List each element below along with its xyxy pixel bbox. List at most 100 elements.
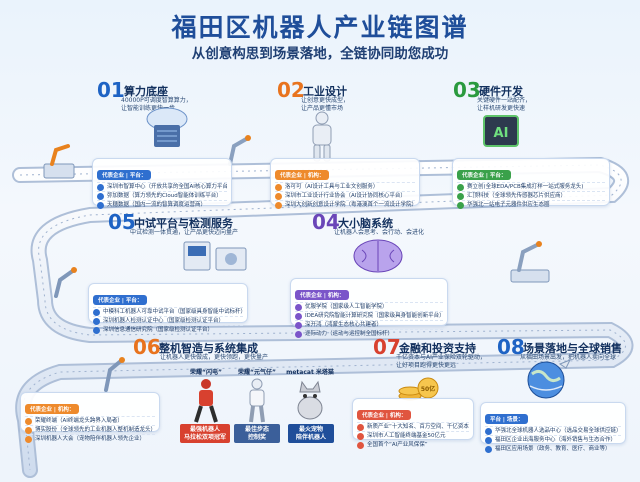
bullet-icon [457,201,464,209]
bullet-icon [275,192,282,200]
section-04-card-head: 代表企业 | 机构： [295,290,350,300]
section-03-title: 硬件开发 [479,85,523,98]
robot-1-award: 最强机器人马拉松双项冠军 [180,424,230,443]
section-06-title: 整机智造与系统集成 [159,342,258,355]
section-03-card: 代表企业 | 平台： 赛立创(全球EDA/PCB集成打样一站式服务龙头) 汇顶科… [452,158,610,209]
list-item: 逐际动力（运动与运控制全国标杆） [295,329,443,338]
section-07-title: 金融和投资支持 [399,342,476,355]
robot-1-name: 荣耀“闪电” [190,369,222,376]
robot-3-name: metacat 米塔猫 [286,369,334,376]
section-03-desc: 关键硬件一站配齐，让样机研发更快速 [477,97,532,112]
assembly-robot-arm-icon [510,241,550,283]
factory-robot-arm-icon [104,357,125,392]
list-item: 优服学院（国家级人工智能学院） [295,302,443,311]
section-02-title: 工业设计 [303,85,347,98]
bullet-icon [485,427,492,435]
section-01-card-head: 代表企业 | 平台： [97,170,152,180]
bullet-icon [93,326,100,334]
humanoid-robot-illustration [312,111,332,162]
list-item: 博实股份（全球领先的工业机器人整机制造龙头） [25,425,155,434]
bullet-icon [357,441,364,449]
bullet-icon [357,432,364,440]
section-01-number: 01 [97,78,125,102]
bullet-icon [93,317,100,325]
robot-arm-left-icon [43,144,75,179]
robot-arm-icon [228,135,251,166]
bullet-icon [295,321,302,329]
page-title: 福田区机器人产业链图谱 [171,13,469,42]
section-02-card: 代表企业 | 机构： 洛可可（AI设计工具与工业文创服务） 深圳市工业设计行业协… [270,158,420,209]
bullet-icon [457,192,464,200]
bullet-icon [93,308,100,316]
section-04-title: 大小脑系统 [338,217,393,230]
list-item: 深圳机器人检测认证中心（国家级检测认证平台） [93,316,243,325]
list-item: 深圳市人工智能终端基金50亿元 [357,431,469,440]
list-item: 福田区企业出海服务中心（海外销售与生态合作） [485,435,621,444]
section-07-card: 代表企业 | 机构： 新质产业“十大知名、百万空间、千亿资本” 深圳市人工智能终… [352,398,474,449]
section-07-card-head: 代表企业 | 机构： [357,410,412,420]
list-item: 汇顶科技（全球领先传感器芯片供应商） [457,191,605,200]
robot-3-award: 最火宠物陪伴机器人 [288,424,334,443]
bullet-icon [295,312,302,320]
brain-illustration [353,239,403,273]
list-item: 深圳市工业设计行业协会（AI设计协同核心平台） [275,191,415,200]
list-item: 新质产业“十大知名、百万空间、千亿资本” [357,422,469,431]
list-item: 荣耀终端（AI终端龙头跨界入局者） [25,416,155,425]
section-03-card-head: 代表企业 | 平台： [457,170,512,180]
list-item: 全国首个“AI产业风保保” [357,440,469,449]
page-subtitle: 从创意构思到场景落地，全链协同助您成功 [191,46,449,62]
bullet-icon [25,417,32,425]
bullet-icon [25,426,32,434]
bullet-icon [97,201,104,209]
section-06-card: 代表企业 | 机构： 荣耀终端（AI终端龙头跨界入局者） 博实股份（全球领先的工… [20,392,160,443]
bullet-icon [485,445,492,453]
list-item: 华强北全球机器人选品中心（选品交易全球供应链） [485,426,621,435]
bullet-icon [97,192,104,200]
section-06-desc: 让机器人更快做成，更快领跑，更快量产 [160,354,269,361]
list-item: 深圳大创新创意设计学院（粤港澳首个一流设计学院） [275,200,415,209]
list-item: 华强北一站电子元器件供应生态圈 [457,200,605,209]
robot-2-award: 最佳步态控制奖 [234,424,280,443]
bullet-icon [275,183,282,191]
section-07-desc: 千亿资本与AI产业保险双轮驱动，让好项目跑得更快更远 [396,354,486,369]
section-05-card: 代表企业 | 平台： 中模科工机器人可靠中试平台（国家级具身智能中试标杆） 深圳… [88,283,248,334]
list-item: 深圳机器人大会（宠物陪伴机器人领先企业） [25,434,155,443]
bullet-icon [295,303,302,311]
section-05-number: 05 [108,210,136,234]
list-item: 深开鸿（鸿蒙生态核心共建者） [295,320,443,329]
list-item: 天穗数据（国内一流的智算调度运营商） [97,200,227,209]
section-02-card-head: 代表企业 | 机构： [275,170,330,180]
cloud-server-illustration [146,107,188,147]
section-01-desc: 40000P可调度智算算力，让智能训练更快一步 [121,97,192,112]
humanoid-walker-robot-illustration [249,378,265,423]
test-machine-illustration [183,241,247,271]
list-item: 深圳市智算中心（开放共享的全国AI核心算力平台） [97,182,227,191]
section-02-number: 02 [277,78,305,102]
ai-chip-illustration: AI [483,115,519,147]
ai-chip-label: AI [494,126,509,141]
list-item: 中模科工机器人可靠中试平台（国家级具身智能中试标杆） [93,307,243,316]
list-item: 赛立创(全球EDA/PCB集成打样一站式服务龙头) [457,182,605,191]
bullet-icon [457,183,464,191]
section-04-card: 代表企业 | 机构： 优服学院（国家级人工智能学院） IDEA研究院智能计算研究… [290,278,448,338]
list-item: IDEA研究院智能计算研究院（国家级具身智能创新平台） [295,311,443,320]
bullet-icon [275,201,282,209]
bullet-icon [357,423,364,431]
section-08-title: 场景落地与全球销售 [523,342,622,355]
list-item: 洛可可（AI设计工具与工业文创服务） [275,182,415,191]
robot-arm-factory-icon [54,267,77,298]
bullet-icon [25,435,32,443]
section-05-title: 中试平台与检测服务 [134,217,233,230]
list-item: 福田区应用场景（政务、教育、医疗、商业等） [485,444,621,453]
list-item: 深圳信息通信研究院（国家级检测认证平台） [93,325,243,334]
section-01-card: 代表企业 | 平台： 深圳市智算中心（开放共享的全国AI核心算力平台） 弥加数据… [92,158,232,209]
bullet-icon [295,330,302,338]
bullet-icon [97,183,104,191]
section-08-card: 平台 | 场景： 华强北全球机器人选品中心（选品交易全球供应链） 福田区企业出海… [480,402,626,453]
section-06-number: 06 [133,335,161,359]
humanoid-runner-robot-illustration [194,379,218,423]
section-05-card-head: 代表企业 | 平台： [93,295,148,305]
section-08-card-head: 平台 | 场景： [485,414,529,424]
coin-label: 50亿 [421,385,435,393]
